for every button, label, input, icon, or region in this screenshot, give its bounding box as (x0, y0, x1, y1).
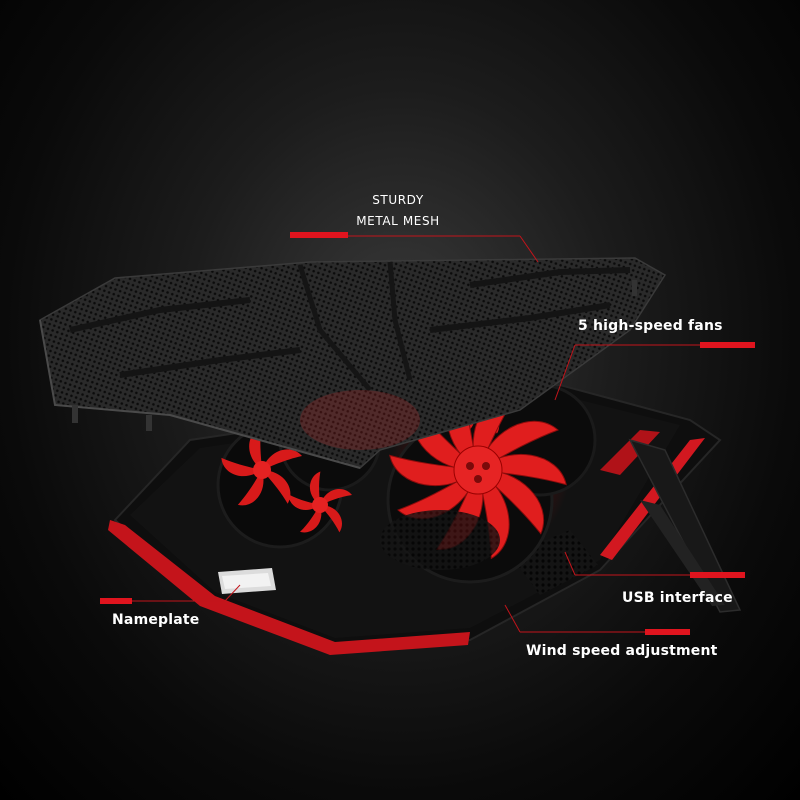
callout-mesh-line1: STURDY (372, 193, 424, 207)
fan-large (389, 380, 567, 560)
fan-center-small (288, 471, 352, 533)
metal-mesh-panel (39, 257, 667, 469)
fan-small-left (221, 427, 302, 506)
callout-usb-label: USB interface (622, 590, 733, 606)
callout-wind-label: Wind speed adjustment (526, 643, 718, 659)
callout-mesh-line2: METAL MESH (356, 214, 440, 228)
fan-grill-lower (380, 510, 500, 570)
callout-mesh-label: STURDY METAL MESH (338, 190, 458, 232)
callout-nameplate-label: Nameplate (112, 612, 200, 628)
stand-leg (628, 438, 742, 613)
nameplate-plate (218, 568, 276, 594)
callout-fans-label: 5 high-speed fans (578, 318, 723, 334)
callout-lines (100, 232, 755, 635)
